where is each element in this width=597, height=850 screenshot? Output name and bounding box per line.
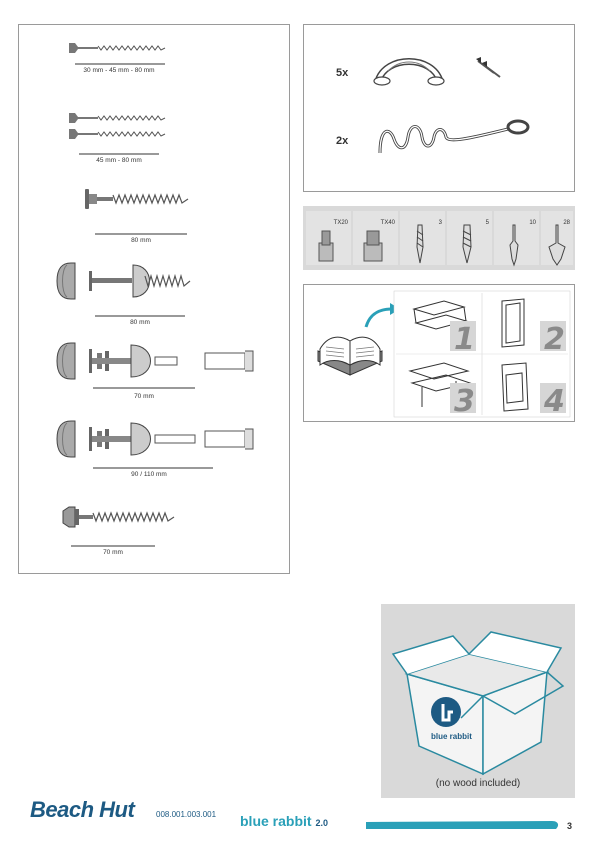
drill-bit-10-icon [509, 224, 519, 267]
manual-pages-thumbnail: 1 2 3 4 [393, 290, 571, 419]
open-book-icon [317, 336, 383, 376]
countersunk-screw-icon [69, 113, 166, 139]
screw-panel: 30 mm - 45 mm - 80 mm 45 mm - 80 mm 80 m… [18, 24, 290, 574]
hook-quantity: 2x [336, 135, 349, 147]
tx20-bit-icon [318, 230, 334, 262]
tool-tx40: TX40 [353, 211, 398, 265]
spiral-hook-icon [378, 119, 530, 154]
no-wood-caption: (no wood included) [435, 778, 521, 789]
box-panel: blue rabbit (no wood included) [381, 604, 575, 798]
screw-length-label: 45 mm - 80 mm [96, 157, 142, 164]
dimension-line [75, 63, 165, 65]
hardware-panel: 5x 2x [303, 24, 575, 192]
step-number-2: 2 [544, 322, 565, 357]
tool-tx20: TX20 [306, 211, 351, 265]
footer-stripe [366, 821, 559, 829]
brand-name: blue rabbit [240, 813, 312, 829]
countersunk-screw-icon [69, 43, 166, 53]
dimension-line [93, 387, 195, 389]
tool-drill-10: 10 [494, 211, 539, 267]
hex-head-screw-icon [62, 506, 175, 528]
dimension-line [93, 467, 213, 469]
step-number-3: 3 [454, 384, 475, 419]
product-title: Beach Hut [30, 797, 135, 822]
dimension-line [95, 315, 185, 317]
tool-drill-3: 3 [400, 211, 445, 265]
page-number: 3 [567, 821, 573, 831]
capped-screw-icon [56, 262, 191, 300]
tools-panel: TX20 TX40 3 5 10 28 [303, 206, 575, 270]
dimension-line [95, 233, 187, 235]
tool-drill-5: 5 [447, 211, 492, 265]
screw-length-label: 30 mm - 45 mm - 80 mm [83, 67, 155, 74]
step-number-4: 4 [543, 384, 565, 419]
dimension-line [71, 545, 155, 547]
tool-spade-28: 28 [541, 211, 573, 266]
step-number-1: 1 [454, 322, 475, 357]
cardboard-box-icon: blue rabbit [391, 631, 565, 776]
brand-logo-text: blue rabbit 2.0 [240, 813, 328, 829]
long-bolt-with-nut-icon [56, 420, 254, 458]
drill-bit-5-icon [462, 224, 472, 264]
handle-screws-icon [476, 57, 501, 78]
screw-length-label: 70 mm [134, 393, 154, 400]
drill-bit-3-icon [416, 224, 424, 264]
bolt-with-nut-icon [56, 342, 254, 380]
door-handle-icon [373, 58, 445, 86]
spade-bit-28-icon [548, 224, 566, 266]
step-2-drawing [501, 298, 525, 348]
blue-rabbit-logo: blue rabbit [431, 697, 472, 741]
manual-panel: 1 2 3 4 [303, 284, 575, 422]
handle-quantity: 5x [336, 67, 349, 79]
svg-text:blue rabbit: blue rabbit [431, 732, 472, 741]
brand-version: 2.0 [315, 818, 328, 828]
step-4-drawing [501, 362, 529, 412]
washer-screw-icon [85, 189, 189, 209]
screw-length-label: 70 mm [103, 549, 123, 556]
tx40-bit-icon [363, 230, 383, 262]
screw-length-label: 80 mm [130, 319, 150, 326]
screw-length-label: 80 mm [131, 237, 151, 244]
screw-length-label: 90 / 110 mm [131, 471, 167, 478]
product-code: 008.001.003.001 [156, 810, 217, 819]
dimension-line [79, 153, 159, 155]
